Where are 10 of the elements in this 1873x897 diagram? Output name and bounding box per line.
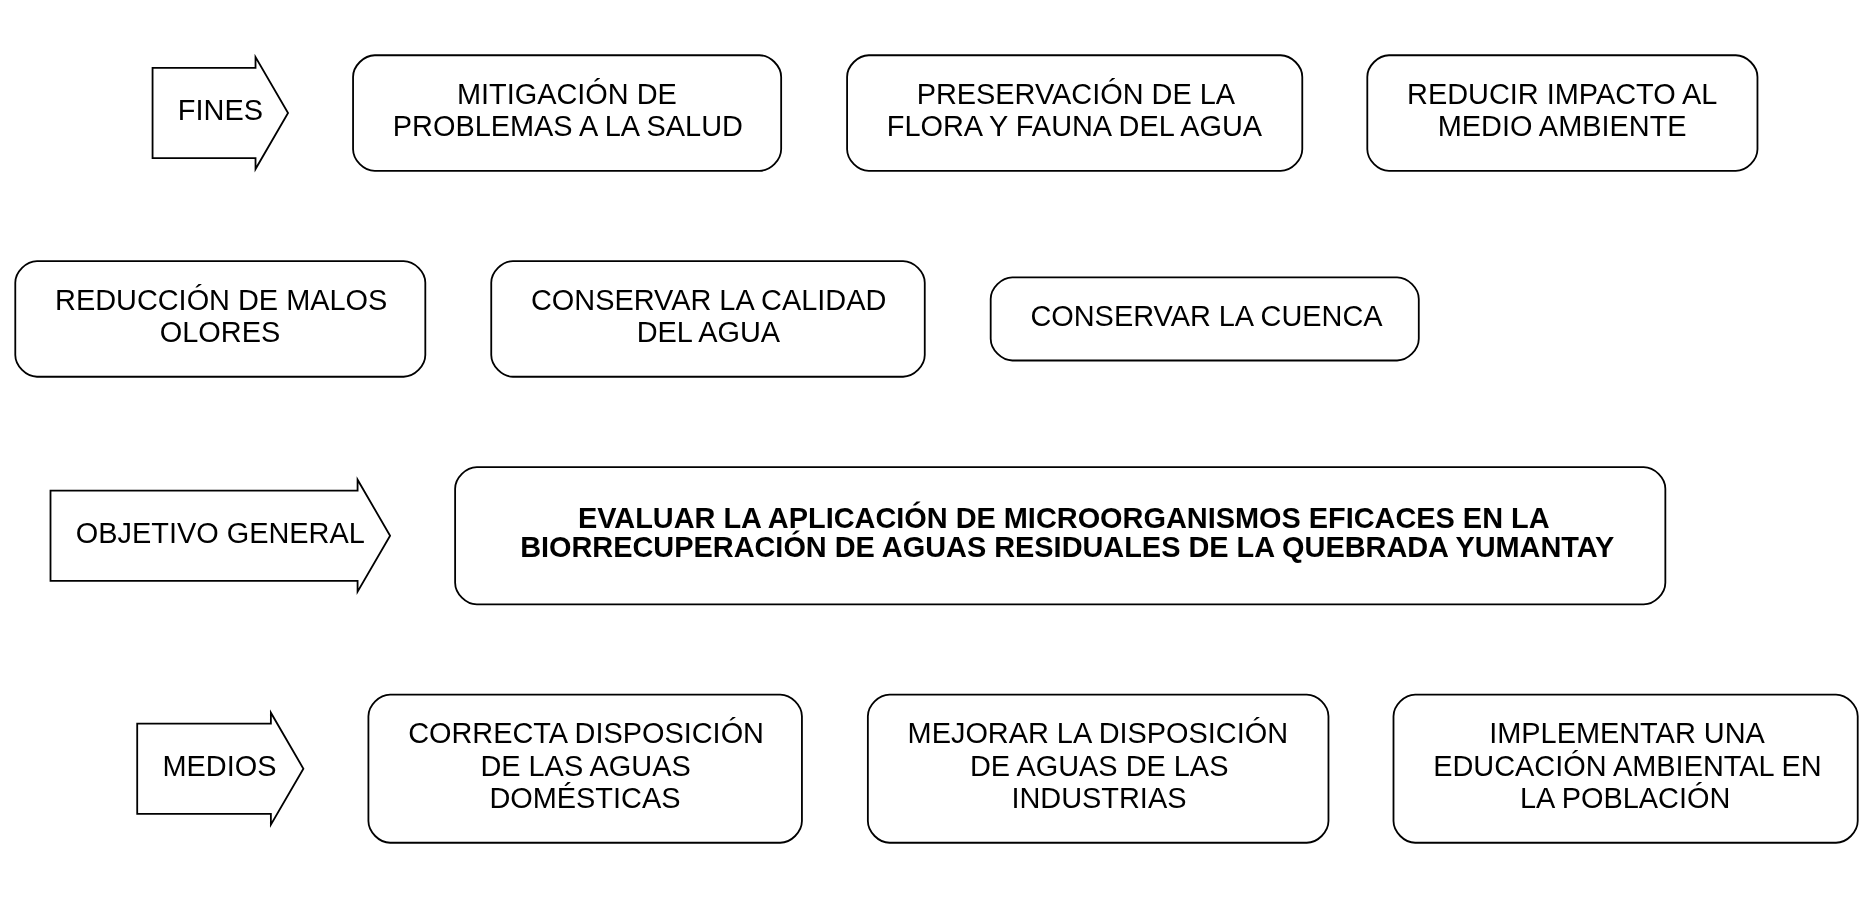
node-box: CORRECTA DISPOSICIÓN DE LAS AGUAS DOMÉSTICAS bbox=[367, 693, 803, 844]
node-box: MEJORAR LA DISPOSICIÓN DE AGUAS DE LAS INDUSTRIAS bbox=[866, 693, 1330, 844]
node-box: REDUCCIÓN DE MALOS OLORES bbox=[14, 259, 427, 378]
node-box: CONSERVAR LA CUENCA bbox=[989, 276, 1420, 361]
node-box: PRESERVACIÓN DE LA FLORA Y FAUNA DEL AGUA bbox=[846, 53, 1304, 172]
node-box: IMPLEMENTAR UNA EDUCACIÓN AMBIENTAL EN LA POBLACIÓN bbox=[1392, 693, 1859, 844]
node-box: EVALUAR LA APLICACIÓN DE MICROORGANISMOS EFICACES EN LA BIORRECUPERACIÓN DE AGUAS RESIDUALES DE LA QUEBRADA YUMANTAY bbox=[454, 465, 1667, 605]
node-box: REDUCIR IMPACTO AL MEDIO AMBIENTE bbox=[1366, 53, 1759, 172]
node-box: MITIGACIÓN DE PROBLEMAS A LA SALUD bbox=[352, 53, 783, 172]
node-box: CONSERVAR LA CALIDAD DEL AGUA bbox=[490, 259, 926, 378]
